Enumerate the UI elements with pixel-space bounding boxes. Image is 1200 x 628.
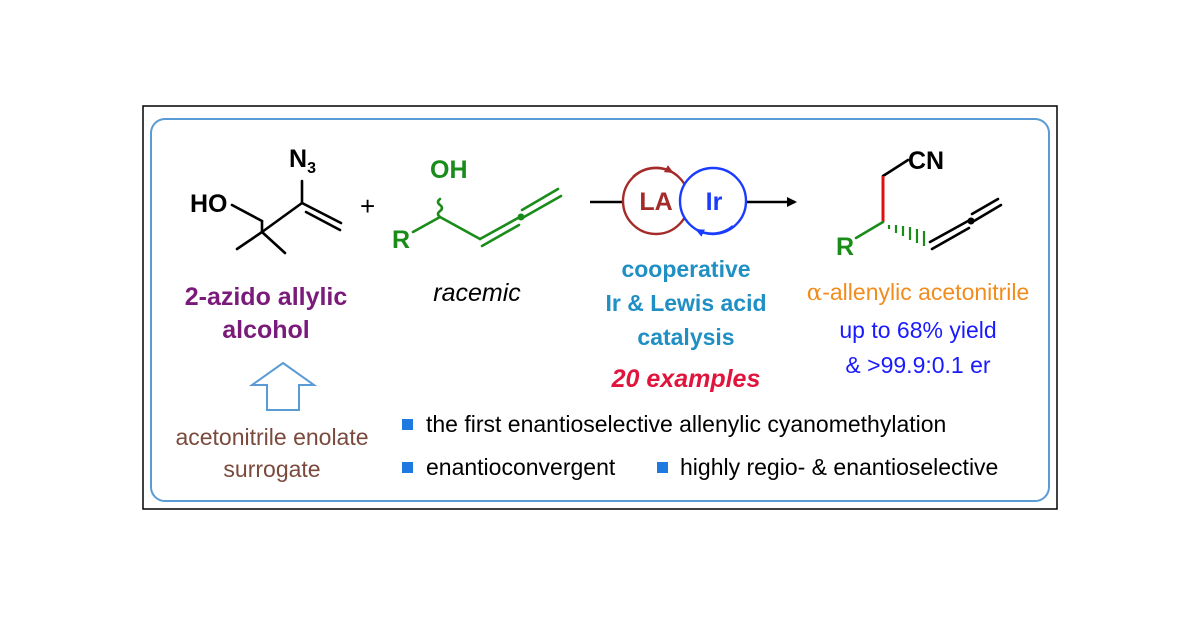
yield-label: up to 68% yield (839, 317, 997, 343)
hashed-wedge-bond (887, 225, 926, 246)
surrogate-up-arrow (248, 361, 318, 411)
examples-label: 20 examples (611, 365, 761, 393)
azide-n: N (289, 145, 308, 173)
inner-frame (150, 118, 1050, 502)
lewis-acid-label: LA (639, 188, 673, 216)
iridium-label: Ir (705, 188, 723, 216)
allene-center-dot (517, 213, 525, 221)
allenyl-alcohol-structure (411, 187, 563, 248)
outer-frame (142, 105, 1058, 510)
highlight-item-1: the first enantioselective allenylic cya… (426, 411, 947, 437)
product-name: α-allenylic acetonitrile (807, 279, 1030, 306)
iridium-cycle-arrow (695, 225, 734, 237)
product-r-label: R (836, 233, 855, 261)
product-structure (881, 158, 1003, 251)
conditions-line3: catalysis (637, 324, 735, 350)
reagent-name-line2: alcohol (222, 316, 310, 344)
surrogate-line2: surrogate (223, 456, 321, 482)
racemic-label: racemic (433, 279, 521, 307)
azido-alcohol-structure (230, 179, 343, 255)
product-r-bond (854, 220, 885, 240)
highlight-item-3: highly regio- & enantioselective (680, 454, 999, 480)
conditions-line1: cooperative (621, 256, 751, 282)
product-name-rest: -allenylic acetonitrile (822, 279, 1030, 305)
hydroxyl-label: HO (190, 190, 228, 218)
product-name-alpha: α (806, 280, 823, 306)
bullet-2 (402, 462, 413, 473)
reagent-name-line1: 2-azido allylic (184, 283, 348, 311)
azide-label: N3 (289, 145, 316, 178)
bullet-3 (657, 462, 668, 473)
bullet-1 (402, 419, 413, 430)
surrogate-line1: acetonitrile enolate (175, 424, 369, 450)
product-allene-dot (967, 217, 975, 225)
nitrile-label: CN (908, 147, 945, 175)
conditions-line2: Ir & Lewis acid (605, 290, 767, 316)
plus-sign: + (360, 191, 376, 221)
er-label: & >99.9:0.1 er (845, 352, 991, 378)
highlight-item-2: enantioconvergent (426, 454, 616, 480)
lewis-acid-cycle-arrow (632, 165, 674, 178)
allenyl-r-label: R (392, 226, 411, 254)
allenyl-oh-label: OH (430, 156, 468, 184)
azide-subscript: 3 (307, 160, 316, 177)
